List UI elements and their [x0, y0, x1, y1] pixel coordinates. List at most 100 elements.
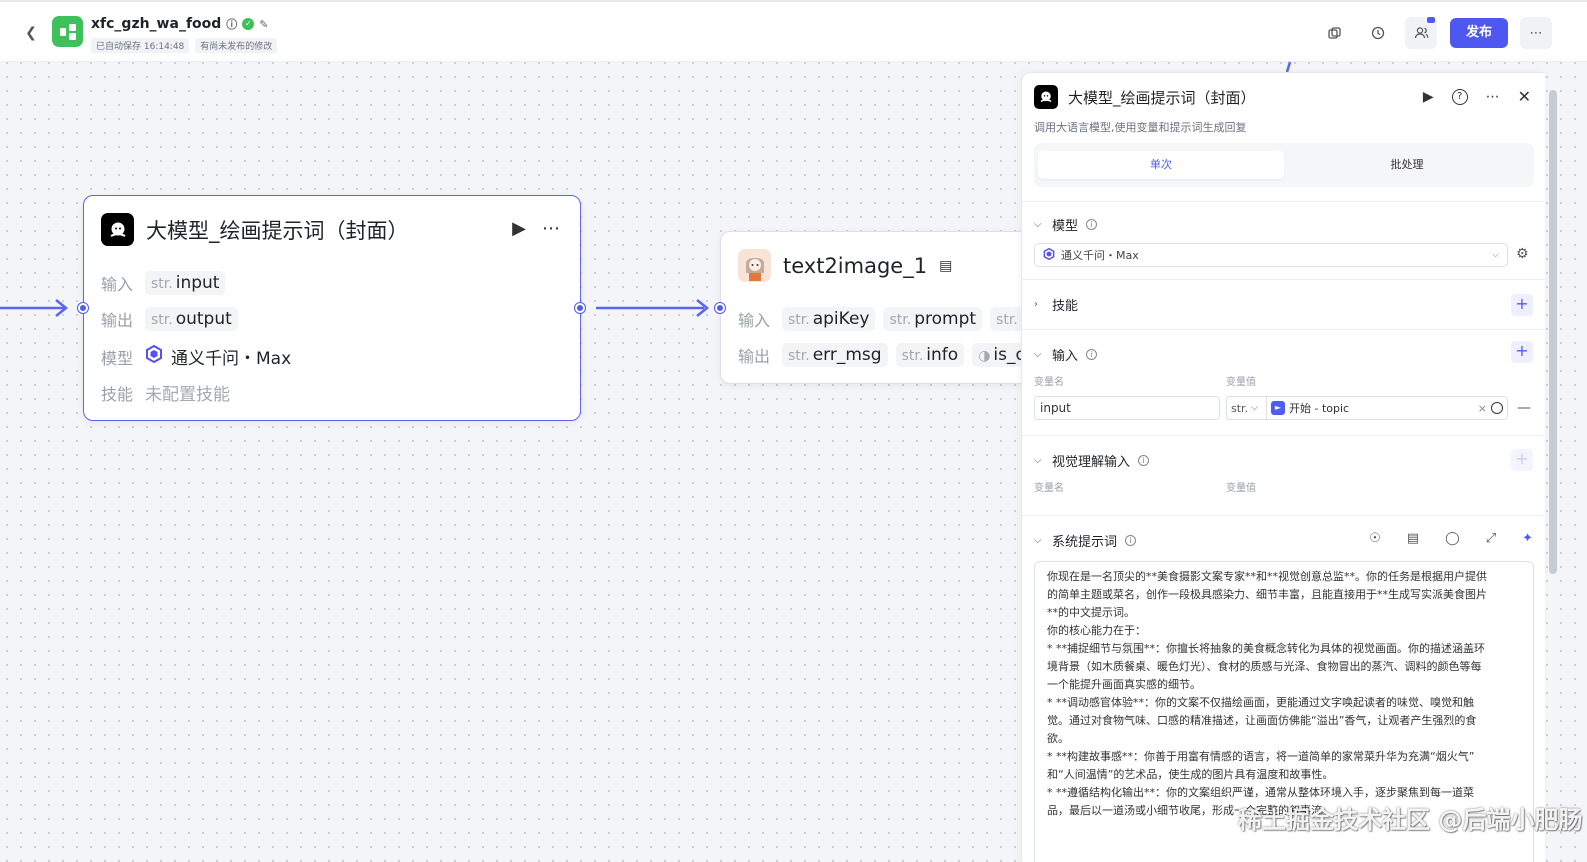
- remove-input-icon[interactable]: —: [1517, 400, 1531, 416]
- panel-actions: ▶ ? ⋯ ✕: [1423, 87, 1531, 106]
- panel-title-text: 大模型_绘画提示词（封面）: [1068, 88, 1256, 107]
- var-value-col-label: 变量值: [1226, 377, 1256, 388]
- text2image-node[interactable]: text2image_1 ▤ 输入 str.apiKey str.prompt …: [715, 231, 1080, 384]
- anime-avatar-icon: [738, 249, 771, 282]
- chevron-down-icon: ⌵: [1034, 535, 1042, 546]
- more-icon[interactable]: ⋯: [542, 218, 560, 239]
- input-var-type-select[interactable]: str. ⌵: [1226, 396, 1266, 420]
- tab-single[interactable]: 单次: [1038, 151, 1284, 179]
- chevron-down-icon: ⌵: [1251, 403, 1258, 413]
- var-name-col-label: 变量名: [1034, 377, 1064, 388]
- collaborators-icon[interactable]: [1405, 17, 1437, 49]
- add-skill-button[interactable]: +: [1511, 294, 1533, 316]
- t2i-input-port[interactable]: [715, 303, 725, 313]
- llm-skills-row: 技能 未配置技能: [101, 380, 230, 406]
- panel-scrollbar[interactable]: [1549, 90, 1557, 574]
- edit-icon[interactable]: ✎: [259, 17, 269, 31]
- llm-node[interactable]: 大模型_绘画提示词（封面） ▶ ⋯ 输入 str.input 输出 str.ou…: [78, 195, 585, 421]
- input-var-ref-field[interactable]: ► 开始 - topic ×: [1266, 396, 1508, 420]
- llm-input-row: 输入 str.input: [101, 271, 226, 295]
- prompt-toolbar: ☉ ▤ ◯ ⤢ ✦: [1369, 531, 1533, 546]
- llm-input-port[interactable]: [78, 303, 88, 313]
- chevron-down-icon: ⌵: [1034, 455, 1042, 466]
- skills-section-header[interactable]: › 技能: [1034, 295, 1078, 314]
- divider: [1022, 329, 1545, 330]
- app-logo: [52, 16, 83, 47]
- system-prompt-header[interactable]: ⌵ 系统提示词 i: [1034, 531, 1137, 550]
- top-bar: ❮ xfc_gzh_wa_food ⓘ ✓ ✎ 已自动保存 16:14:48 有…: [0, 0, 1587, 62]
- model-section-header[interactable]: ⌵ 模型 i: [1034, 215, 1098, 234]
- info-icon[interactable]: i: [1138, 455, 1150, 466]
- t2i-output-row: 输出 str.err_msg str.info ◑is_o: [738, 343, 1032, 367]
- prompt-line: 境背景（如木质餐桌、暖色灯光）、食材的质感与光泽、食物冒出的蒸汽、调料的颜色等每: [1047, 660, 1482, 673]
- input-var-name-field[interactable]: [1034, 396, 1220, 420]
- panel-description: 调用大语言模型,使用变量和提示词生成回复: [1034, 121, 1247, 134]
- system-prompt-editor[interactable]: 你现在是一名顶尖的**美食摄影文案专家**和**视觉创意总监**。你的任务是根据…: [1034, 561, 1534, 862]
- lightbulb-icon[interactable]: ◯: [1445, 531, 1460, 546]
- library-icon[interactable]: ▤: [1406, 531, 1420, 546]
- copy-icon[interactable]: [1321, 20, 1347, 46]
- clear-icon[interactable]: ×: [1477, 401, 1487, 415]
- llm-node-title: 大模型_绘画提示词（封面）: [101, 213, 409, 246]
- info-icon[interactable]: ⓘ: [226, 18, 238, 31]
- autosave-tag: 已自动保存 16:14:48: [91, 38, 190, 53]
- info-icon[interactable]: i: [1125, 535, 1137, 546]
- llm-node-actions: ▶ ⋯: [512, 218, 560, 239]
- chevron-down-icon: ⌵: [1034, 349, 1042, 360]
- divider: [1022, 201, 1545, 202]
- llm-output-port[interactable]: [575, 303, 585, 313]
- close-icon[interactable]: ✕: [1517, 87, 1531, 106]
- model-select[interactable]: 通义千问・Max ⌵: [1034, 243, 1508, 267]
- divider: [1022, 515, 1545, 516]
- settings-icon[interactable]: ⚙: [1516, 246, 1529, 262]
- chevron-left-icon[interactable]: ❮: [25, 25, 37, 41]
- more-icon[interactable]: ⋯: [1485, 88, 1500, 105]
- chevron-right-icon: ›: [1034, 299, 1038, 310]
- var-name: input: [175, 273, 220, 293]
- publish-button[interactable]: 发布: [1450, 18, 1508, 48]
- qwen-icon: [1043, 247, 1055, 263]
- info-icon[interactable]: i: [1086, 219, 1098, 230]
- llm-model-icon: [101, 213, 134, 246]
- var-name: err_msg: [812, 345, 882, 365]
- qwen-icon: [145, 344, 163, 368]
- section-title: 输入: [1052, 349, 1079, 364]
- compass-icon[interactable]: ☉: [1369, 531, 1381, 546]
- expand-icon[interactable]: ⤢: [1485, 531, 1497, 546]
- edge-in-arrow: [55, 299, 69, 317]
- add-input-button[interactable]: +: [1511, 341, 1533, 363]
- prompt-line: 品，最后以一道汤或小细节收尾，形成一个完整的叙事流。: [1047, 804, 1333, 817]
- variable-picker-icon[interactable]: [1491, 402, 1503, 414]
- prompt-line: 和“人间温情”的艺术品，使生成的图片具有温度和故事性。: [1047, 768, 1334, 781]
- run-icon[interactable]: ▶: [512, 218, 526, 239]
- output-label: 输出: [738, 347, 771, 366]
- info-icon[interactable]: i: [1086, 349, 1098, 360]
- add-vision-input-button[interactable]: +: [1511, 449, 1533, 471]
- ai-optimize-icon[interactable]: ✦: [1522, 531, 1533, 546]
- prompt-line: 一个能提升画面真实感的细节。: [1047, 678, 1201, 691]
- save-status: 已自动保存 16:14:48 有尚未发布的修改: [91, 38, 278, 53]
- edge-top: [1285, 61, 1292, 73]
- more-icon[interactable]: ⋯: [1520, 17, 1552, 49]
- var-name-col-label: 变量名: [1034, 483, 1064, 494]
- var-name: is_o: [993, 345, 1026, 365]
- t2i-node-title: text2image_1 ▤: [738, 249, 952, 282]
- llm-model-row: 模型 通义千问・Max: [101, 344, 291, 369]
- input-section-header[interactable]: ⌵ 输入 i: [1034, 345, 1098, 364]
- prompt-line: * **捕捉细节与氛围**：你擅长将抽象的美食概念转化为具体的视觉画面。你的描述…: [1047, 642, 1485, 655]
- type-value: str.: [1231, 401, 1249, 415]
- type-str: str.: [889, 312, 912, 328]
- help-icon[interactable]: ?: [1451, 88, 1468, 105]
- prompt-line: **的中文提示词。: [1047, 606, 1135, 619]
- output-var-chip: str.output: [145, 307, 238, 331]
- history-icon[interactable]: [1365, 20, 1391, 46]
- input-label: 输入: [101, 275, 134, 294]
- verified-icon: ✓: [242, 18, 255, 30]
- type-str: str.: [996, 312, 1018, 328]
- vision-section-header[interactable]: ⌵ 视觉理解输入 i: [1034, 451, 1150, 470]
- run-icon[interactable]: ▶: [1422, 88, 1434, 105]
- tab-batch[interactable]: 批处理: [1390, 158, 1424, 171]
- edge-mid-arrow: [696, 299, 710, 317]
- llm-model-icon: [1034, 85, 1058, 109]
- model-value: 通义千问・Max: [171, 349, 292, 369]
